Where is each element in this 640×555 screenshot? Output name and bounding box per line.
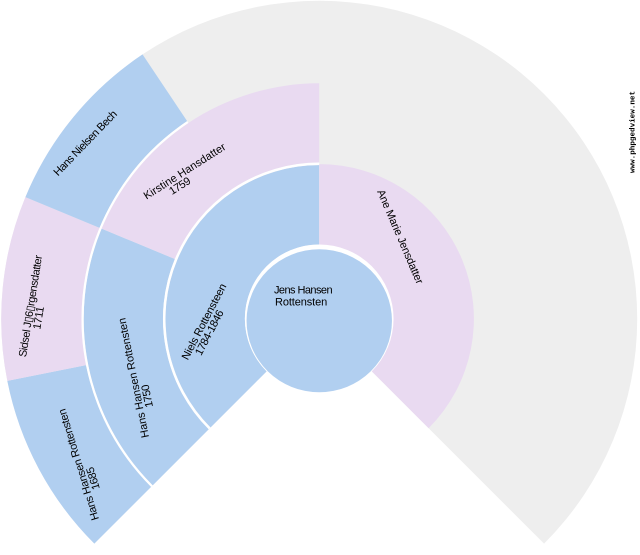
svg-text:Rottensten: Rottensten (275, 296, 327, 308)
svg-text:1750: 1750 (140, 383, 156, 408)
svg-text:Jens Hansen: Jens Hansen (274, 284, 333, 296)
svg-text:www.phpgedview.net: www.phpgedview.net (630, 91, 638, 173)
svg-text:1711: 1711 (31, 306, 46, 331)
